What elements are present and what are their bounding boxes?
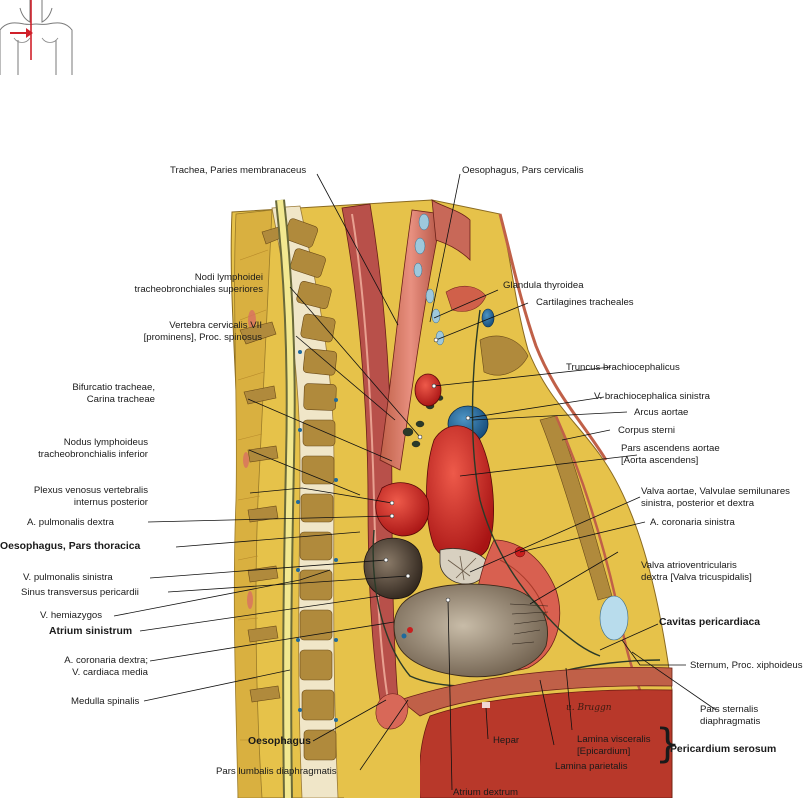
label-v-pulmonalis-sinistra: V. pulmonalis sinistra [23,572,113,583]
label-lamina-parietalis: Lamina parietalis [555,761,628,772]
label-oesophagus-pars-thoracica: Oesophagus, Pars thoracica [0,541,141,552]
hepar [418,689,673,798]
label-pericardium-serosum: Pericardium serosum [670,744,777,755]
label-glandula-thyroidea: Glandula thyroidea [503,280,584,291]
artist-signature: u. Bruggn [566,703,612,713]
atrium-dextrum-chamber [393,583,548,678]
label-vertebra-cervicalis: Vertebra cervicalis VII[prominens], Proc… [143,320,262,343]
label-cavitas-pericardiaca: Cavitas pericardiaca [659,617,761,628]
label-oesophagus: Oesophagus [248,736,311,747]
glandula-thyroidea [445,285,487,312]
label-oesophagus-cervicalis: Oesophagus, Pars cervicalis [462,165,584,176]
label-v-hemiazygos: V. hemiazygos [40,610,103,621]
label-v-brachiocephalica: V. brachiocephalica sinistra [594,391,710,402]
vertebral-column [239,205,339,798]
label-pars-ascendens-aortae: Pars ascendens aortae[Aorta ascendens] [621,443,720,466]
a-pulmonalis-dextra [375,482,430,537]
label-hepar: Hepar [493,735,520,746]
label-trachea-paries: Trachea, Paries membranaceus [170,165,307,176]
label-atrium-sinistrum: Atrium sinistrum [49,626,133,637]
label-a-coronaria-sinistra: A. coronaria sinistra [650,517,735,528]
label-cartilagines-tracheales: Cartilagines tracheales [536,297,634,308]
label-sternum-xiphoideus: Sternum, Proc. xiphoideus [690,660,803,671]
label-sinus-transversus: Sinus transversus pericardii [21,587,139,598]
label-truncus-brachiocephalicus: Truncus brachiocephalicus [566,362,680,373]
label-corpus-sterni: Corpus sterni [618,425,676,436]
label-medulla-spinalis: Medulla spinalis [71,696,140,707]
label-a-pulmonalis-dextra: A. pulmonalis dextra [27,517,114,528]
pericardium-brace: } [655,721,681,767]
label-bifurcatio-tracheae: Bifurcatio tracheae,Carina tracheae [72,382,155,405]
label-arcus-aortae: Arcus aortae [634,407,689,418]
v-pulmonalis-sinistra [363,537,423,600]
truncus-brachiocephalicus [414,373,442,407]
label-lamina-visceralis: Lamina visceralis[Epicardium] [577,734,651,757]
torso-orientation-icon [0,0,73,75]
label-pars-lumbalis: Pars lumbalis diaphragmatis [216,766,337,777]
trachea-tube [379,209,443,471]
label-a-coronaria-dextra: A. coronaria dextra;V. cardiaca media [64,655,148,678]
pericardium-line [471,309,601,657]
diaphragm [399,666,673,717]
label-atrium-dextrum: Atrium dextrum [453,787,519,798]
proc-xiphoideus [599,595,629,641]
